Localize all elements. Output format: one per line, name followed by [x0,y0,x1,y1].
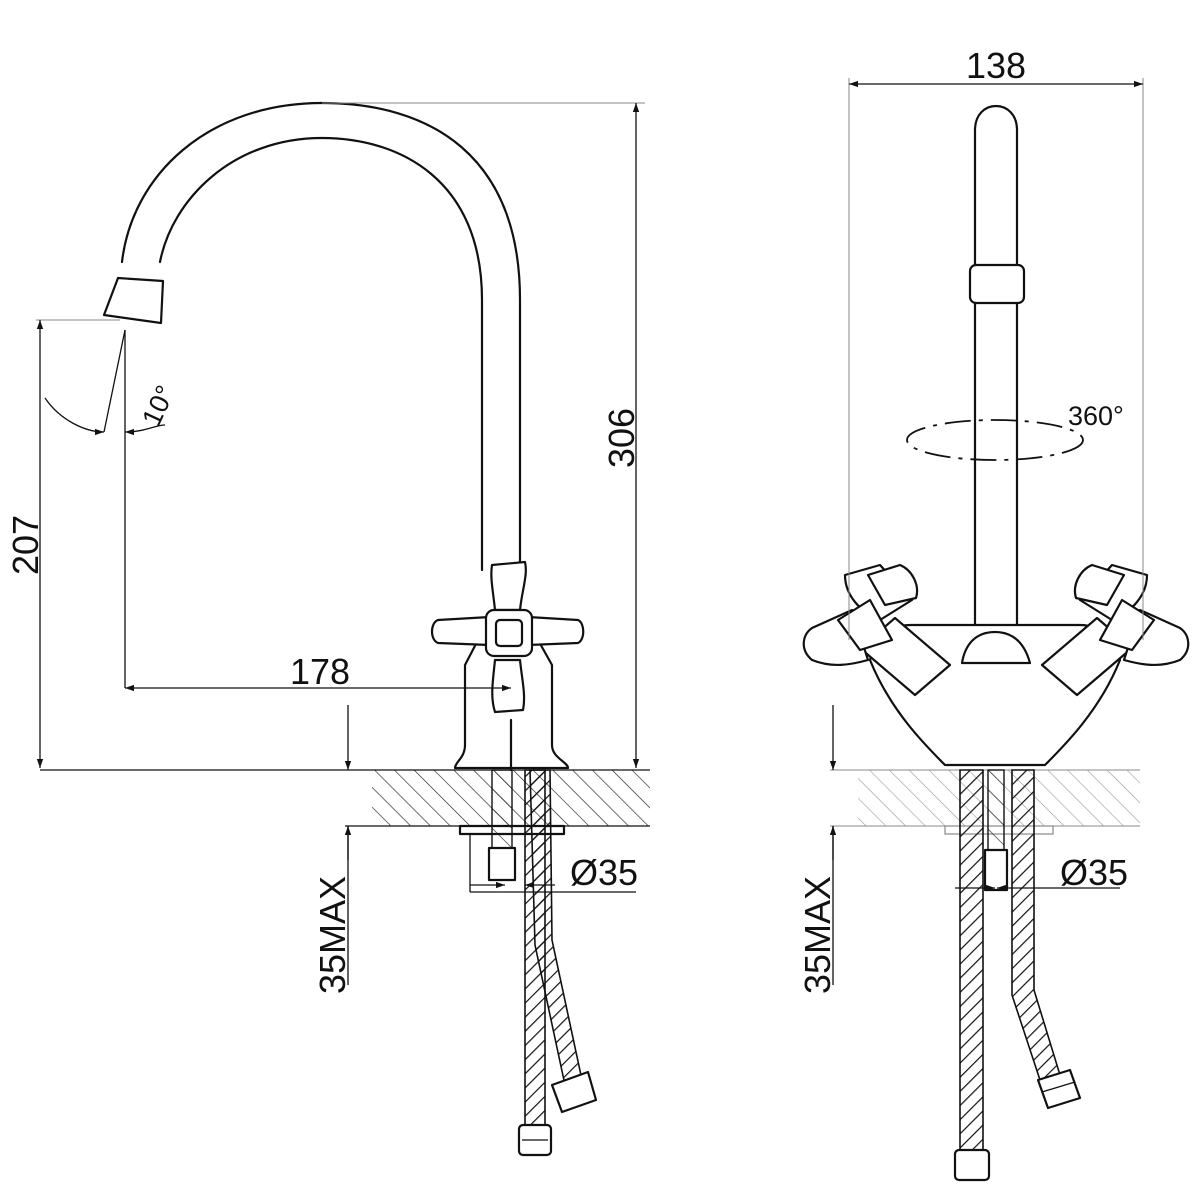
height-207-dimension: 207 [5,319,120,768]
spout-side [102,101,522,572]
max-thickness-left-label: 35MAX [312,876,353,994]
hole-diameter-right-dimension: Ø35 [955,852,1128,893]
tilt-angle-label: 10° [136,381,180,431]
right-cross-handle-icon [1073,563,1190,666]
left-cross-handle-icon [802,563,919,666]
reach-178-dimension: 178 [125,651,511,692]
faucet-body-front [858,616,1134,767]
supply-hoses-front [953,769,1082,1182]
tilt-angle-annotation: 10° [44,329,181,688]
height-306-dimension: 306 [322,102,645,768]
hole-diameter-left-label: Ø35 [570,852,638,893]
countertop-right [830,769,1140,835]
width-138-label: 138 [966,45,1026,86]
rotation-annotation: 360° [906,401,1124,461]
mounting-stud-side [487,718,517,882]
height-207-label: 207 [5,515,46,575]
hole-diameter-right-label: Ø35 [1060,852,1128,893]
width-138-dimension: 138 [848,45,1144,640]
front-view: 360° [797,45,1190,1182]
cross-handle-icon [430,560,585,714]
rotation-angle-label: 360° [1068,401,1124,431]
max-thickness-left-dimension: 35MAX [312,705,353,994]
max-thickness-right-dimension: 35MAX [797,705,838,994]
countertop-left [40,769,650,836]
max-thickness-right-label: 35MAX [797,876,838,994]
side-view: 306 207 10° 178 35MAX [5,101,650,1157]
supply-hoses-side [517,769,598,1157]
reach-178-label: 178 [290,651,350,692]
height-306-label: 306 [601,408,642,468]
hole-diameter-left-dimension: Ø35 [469,835,638,893]
spout-front [968,105,1026,640]
